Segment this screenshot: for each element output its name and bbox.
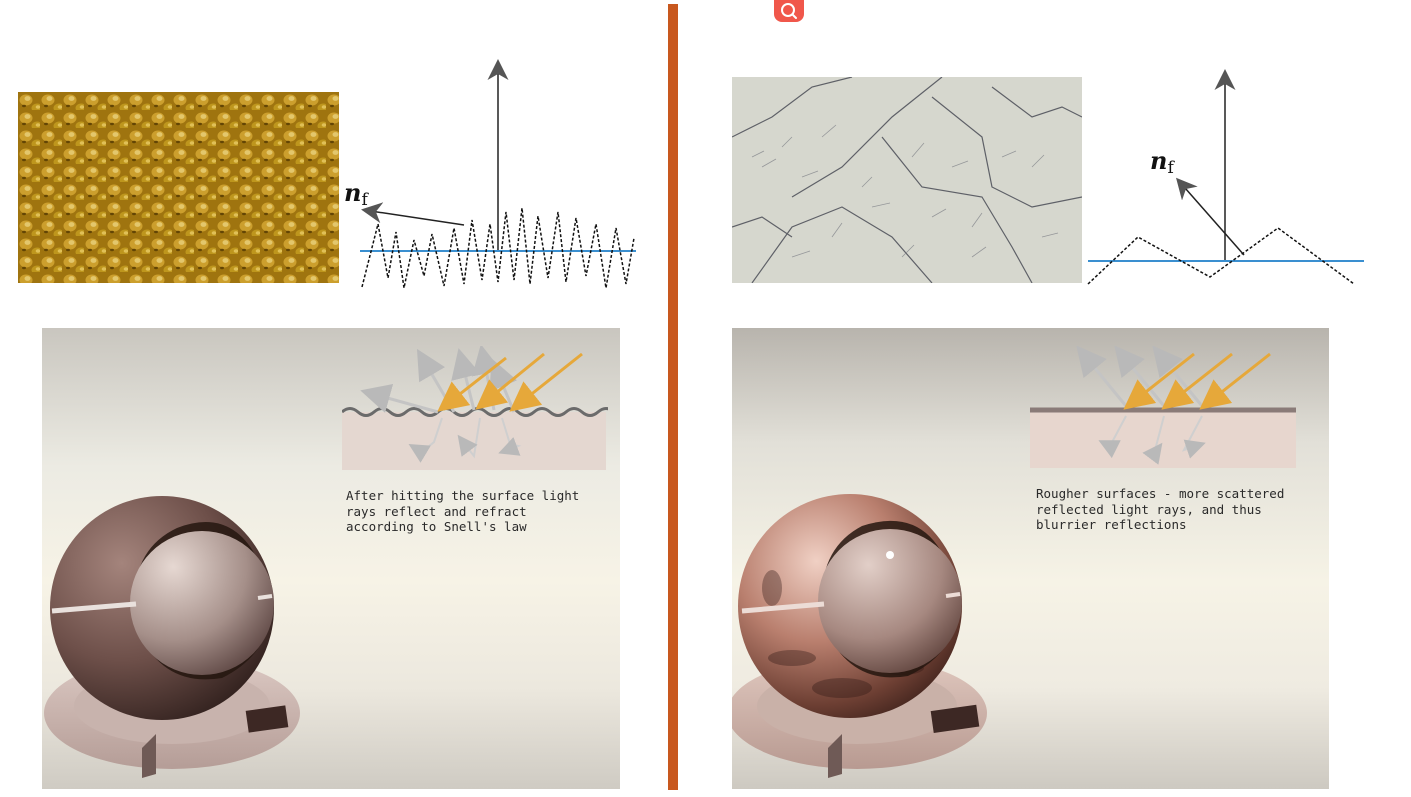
smooth-surface-micrograph bbox=[732, 77, 1082, 283]
smooth-caption: Rougher surfaces - more scattered reflec… bbox=[1036, 486, 1285, 532]
rough-material-render: After hitting the surface light rays ref… bbox=[42, 328, 620, 789]
rough-surface-micrograph bbox=[18, 92, 339, 283]
smooth-surface-normal-diagram bbox=[1087, 69, 1364, 285]
rough-microfacet-inset bbox=[342, 346, 608, 470]
rough-caption: After hitting the surface light rays ref… bbox=[346, 488, 580, 534]
micro-normal-label: nf bbox=[344, 178, 368, 210]
smooth-microfacet-inset bbox=[1030, 346, 1296, 468]
search-button[interactable] bbox=[774, 0, 804, 22]
rough-surface-normal-diagram bbox=[360, 59, 636, 289]
smooth-material-render: Rougher surfaces - more scattered reflec… bbox=[732, 328, 1329, 789]
search-icon bbox=[781, 3, 797, 19]
panel-divider bbox=[668, 4, 678, 790]
rough-profile bbox=[361, 207, 635, 289]
micro-normal-arrow bbox=[361, 202, 465, 226]
smooth-profile bbox=[1087, 227, 1355, 285]
micro-normal-label: nf bbox=[1150, 146, 1174, 178]
micro-normal-arrow bbox=[1176, 177, 1245, 256]
